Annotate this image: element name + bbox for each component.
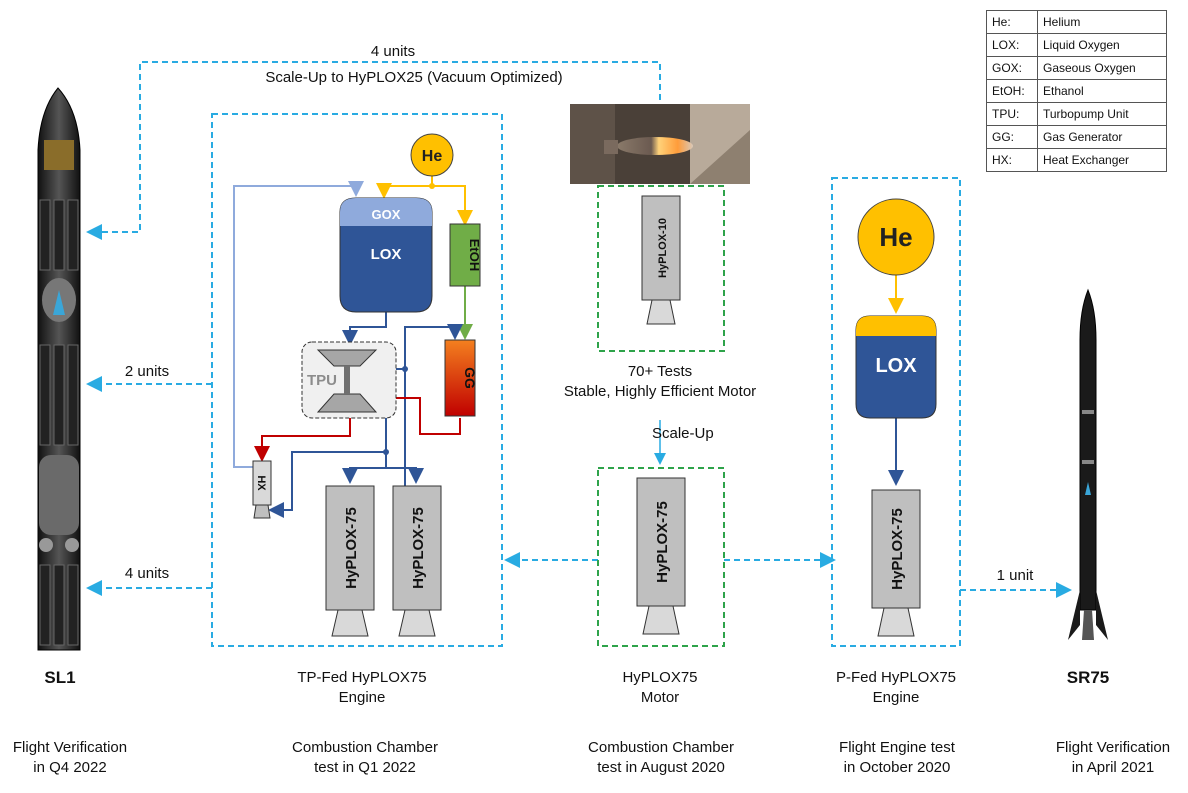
etoh-tank [449, 223, 481, 287]
sl1-desc-1: Flight Verification [12, 739, 128, 756]
tp-engine-a-label: HyPLOX-75 [343, 507, 360, 589]
legend-row: EtOH:Ethanol [986, 79, 1167, 103]
he-label: He [422, 148, 443, 165]
legend-abbr: EtOH: [986, 79, 1038, 103]
legend-meaning: Heat Exchanger [1037, 148, 1167, 172]
sl1-desc-2: in Q4 2022 [33, 759, 107, 776]
scaleup-connector [86, 61, 661, 240]
pfed-desc-2: in October 2020 [843, 759, 951, 776]
top-units-label: 4 units [370, 43, 416, 60]
low-units-label: 4 units [124, 565, 170, 582]
pfed-engine-box [831, 177, 961, 647]
pfed-desc-1: Flight Engine test [839, 739, 955, 756]
pfed-title-1: P-Fed HyPLOX75 [835, 669, 957, 686]
hyplox10-box [597, 185, 725, 352]
legend-meaning: Gas Generator [1037, 125, 1167, 149]
legend-row: He:Helium [986, 10, 1167, 34]
etoh-label: EtOH [467, 239, 482, 272]
hyplox10-engine [641, 195, 681, 301]
tp-helium-tank [410, 133, 454, 177]
tp-engine-a [325, 485, 375, 611]
motor-title-2: Motor [640, 689, 680, 706]
legend-abbr: LOX: [986, 33, 1038, 57]
legend-row: HX:Heat Exchanger [986, 148, 1167, 172]
tp-fed-title-2: Engine [338, 689, 386, 706]
sr75-units-label: 1 unit [996, 567, 1034, 584]
motor-desc-1: Combustion Chamber [588, 739, 734, 756]
tests-label: 70+ Tests [627, 363, 693, 380]
abbreviation-legend: He:Helium LOX:Liquid Oxygen GOX:Gaseous … [986, 10, 1167, 172]
gas-generator [444, 339, 476, 417]
pfed-title-2: Engine [872, 689, 920, 706]
sr75-rocket [1068, 288, 1108, 640]
tp-fed-engine-box [211, 113, 503, 647]
legend-abbr: HX: [986, 148, 1038, 172]
legend-abbr: GG: [986, 125, 1038, 149]
gox-label: GOX [372, 207, 401, 222]
legend-row: TPU:Turbopump Unit [986, 102, 1167, 126]
lox-label: LOX [371, 246, 402, 263]
mid-units-label: 2 units [124, 363, 170, 380]
hyplox10-label: HyPLOX-10 [657, 218, 669, 278]
legend-row: GG:Gas Generator [986, 125, 1167, 149]
tp-fed-title-1: TP-Fed HyPLOX75 [297, 669, 427, 686]
legend-abbr: He: [986, 10, 1038, 34]
tp-fed-desc-1: Combustion Chamber [292, 739, 438, 756]
legend-row: GOX:Gaseous Oxygen [986, 56, 1167, 80]
hx-label: HX [255, 475, 267, 491]
tp-fed-desc-2: test in Q1 2022 [314, 759, 416, 776]
motor-desc-2: test in August 2020 [597, 759, 725, 776]
legend-meaning: Gaseous Oxygen [1037, 56, 1167, 80]
sl1-rocket [37, 87, 81, 651]
legend-abbr: GOX: [986, 56, 1038, 80]
scaleup-vacuum-label: Scale-Up to HyPLOX25 (Vacuum Optimized) [265, 69, 563, 86]
pfed-he-label: He [879, 222, 912, 252]
legend-meaning: Turbopump Unit [1037, 102, 1167, 126]
tp-engine-b-label: HyPLOX-75 [410, 507, 427, 589]
legend-row: LOX:Liquid Oxygen [986, 33, 1167, 57]
hot-fire-test-photo [570, 104, 750, 184]
tpu-label: TPU [307, 372, 337, 389]
sl1-title: SL1 [44, 668, 76, 687]
stable-motor-label: Stable, Highly Efficient Motor [563, 383, 757, 400]
sr75-desc-1: Flight Verification [1055, 739, 1171, 756]
pfed-engine [871, 489, 921, 609]
motor-engine-label: HyPLOX-75 [654, 501, 671, 583]
scale-up-label: Scale-Up [652, 425, 714, 442]
pfed-helium-tank [857, 198, 935, 276]
legend-meaning: Liquid Oxygen [1037, 33, 1167, 57]
gg-label: GG [462, 367, 478, 389]
legend-meaning: Ethanol [1037, 79, 1167, 103]
sr75-title: SR75 [1066, 668, 1110, 687]
sr75-desc-2: in April 2021 [1071, 759, 1155, 776]
legend-meaning: Helium [1037, 10, 1167, 34]
motor-box [597, 467, 725, 647]
motor-engine [636, 477, 686, 607]
pfed-lox-label: LOX [875, 355, 917, 377]
legend-abbr: TPU: [986, 102, 1038, 126]
tp-gox-ullage [340, 198, 432, 226]
pfed-engine-label: HyPLOX-75 [889, 508, 906, 590]
motor-title-1: HyPLOX75 [622, 669, 698, 686]
